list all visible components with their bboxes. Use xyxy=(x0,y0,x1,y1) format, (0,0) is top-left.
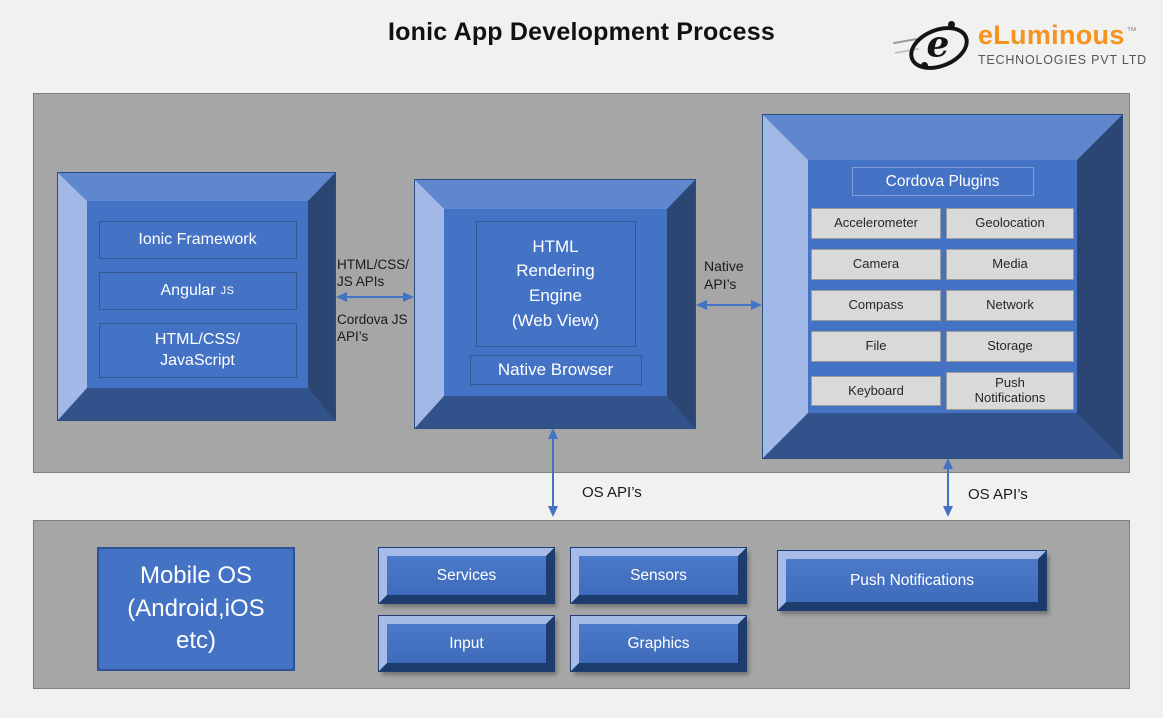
os-sensors-button: Sensors xyxy=(571,548,746,603)
layer-html-css-js: HTML/CSS/ JavaScript xyxy=(99,323,297,378)
plugin-accelerometer: Accelerometer xyxy=(811,208,941,239)
webview-stack: HTML Rendering Engine (Web View) Native … xyxy=(444,209,667,396)
orbit-dot-bottom xyxy=(921,62,928,69)
webview-box: HTML Rendering Engine (Web View) Native … xyxy=(415,180,695,428)
ionic-client-box: Ionic Framework Angular JS HTML/CSS/ Jav… xyxy=(58,173,335,420)
plugin-push-notifications: Push Notifications xyxy=(946,372,1074,410)
plugin-compass: Compass xyxy=(811,290,941,321)
plugin-file: File xyxy=(811,331,941,362)
logo-subtitle: TECHNOLOGIES PVT LTD xyxy=(978,53,1147,67)
layer-ionic-framework: Ionic Framework xyxy=(99,221,297,259)
cordova-plugins-grid: Accelerometer Geolocation Camera Media C… xyxy=(811,208,1074,410)
plugin-geolocation: Geolocation xyxy=(946,208,1074,239)
html-rendering-engine: HTML Rendering Engine (Web View) xyxy=(476,221,636,347)
os-input-button: Input xyxy=(379,616,554,671)
plugin-media: Media xyxy=(946,249,1074,280)
os-services-button: Services xyxy=(379,548,554,603)
label-os-apis-left: OS API’s xyxy=(582,483,642,502)
logo-brand-name: eLuminous xyxy=(978,20,1125,50)
mobile-os-box: Mobile OS (Android,iOS etc) xyxy=(97,547,295,671)
label-html-css-js-apis: HTML/CSS/ JS APIs xyxy=(337,256,409,291)
layer-angular-js: Angular JS xyxy=(99,272,297,310)
plugin-keyboard: Keyboard xyxy=(811,376,941,406)
os-push-notifications-button: Push Notifications xyxy=(778,551,1046,610)
logo-orbit-icon: e xyxy=(906,20,970,72)
logo-brand: eLuminous™ xyxy=(978,22,1147,49)
layer-angular-js-suffix: JS xyxy=(221,284,235,298)
cordova-plugins-header: Cordova Plugins xyxy=(852,167,1034,196)
orbit-dot-top xyxy=(948,21,955,28)
label-os-apis-right: OS API’s xyxy=(968,485,1028,504)
label-cordova-js-apis: Cordova JS API’s xyxy=(337,311,408,346)
plugin-network: Network xyxy=(946,290,1074,321)
label-native-apis: Native API’s xyxy=(704,258,744,294)
logo-text: eLuminous™ TECHNOLOGIES PVT LTD xyxy=(978,20,1147,67)
cordova-plugins-content: Cordova Plugins Accelerometer Geolocatio… xyxy=(808,160,1077,413)
native-browser: Native Browser xyxy=(470,355,642,385)
cordova-plugins-box: Cordova Plugins Accelerometer Geolocatio… xyxy=(763,115,1122,458)
plugin-camera: Camera xyxy=(811,249,941,280)
os-services-grid: Services Sensors Input Graphics xyxy=(379,548,746,671)
trademark-mark: ™ xyxy=(1127,26,1137,37)
layer-angular-js-text: Angular xyxy=(161,281,216,302)
ionic-client-stack: Ionic Framework Angular JS HTML/CSS/ Jav… xyxy=(87,201,308,388)
os-graphics-button: Graphics xyxy=(571,616,746,671)
logo-letter: e xyxy=(927,27,950,63)
eluminous-logo: e eLuminous™ TECHNOLOGIES PVT LTD xyxy=(906,20,1147,72)
plugin-storage: Storage xyxy=(946,331,1074,362)
